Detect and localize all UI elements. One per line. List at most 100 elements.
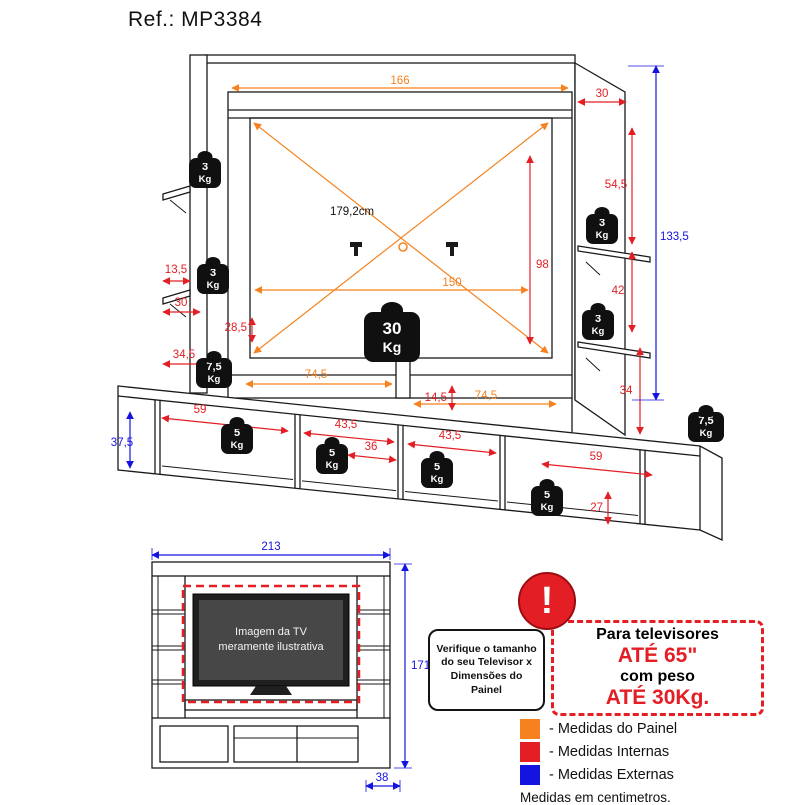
weight-value: 3: [209, 266, 217, 279]
tv-illustration: [192, 593, 350, 695]
weight-unit: Kg: [207, 373, 221, 385]
dim-label-150: 150: [442, 277, 461, 289]
weight-unit: Kg: [230, 439, 244, 451]
weight-unit: Kg: [325, 459, 339, 471]
dim-label-28-5: 28,5: [225, 322, 247, 334]
dim-label-30-right: 30: [596, 88, 609, 100]
weight-value: 5: [543, 488, 551, 501]
dim-shelf-74-5-left: 74,5: [245, 369, 393, 388]
dim-label-59-left: 59: [194, 404, 207, 416]
warning-note-text: Verifique o tamanho do seu Televisor x D…: [436, 642, 537, 696]
dim-label-37-5: 37,5: [111, 437, 133, 449]
weight-unit: Kg: [595, 229, 609, 241]
dim-label-43-5-a: 43,5: [335, 419, 357, 431]
warning-icon: !: [518, 572, 576, 630]
legend-label-internal: - Medidas Internas: [549, 744, 670, 760]
legend-swatch-internal: [520, 742, 540, 762]
dim-label-13-5: 13,5: [165, 264, 187, 276]
legend-item-panel: - Medidas do Painel: [520, 719, 677, 739]
dim-34: 34: [620, 347, 644, 435]
dim-54-5: 54,5: [605, 127, 636, 245]
dim-label-43-5-b: 43,5: [439, 430, 461, 442]
center-hole: [398, 242, 408, 252]
tv-stand: [117, 385, 723, 542]
dim-label-98: 98: [536, 259, 549, 271]
exclamation-glyph: !: [540, 579, 554, 622]
tv-area-dashed-outline: [181, 584, 361, 704]
weight-unit: Kg: [540, 501, 554, 513]
dim-label-30-left: 30: [175, 297, 188, 309]
weight-unit: Kg: [382, 339, 402, 355]
dim-label-diagonal: 179,2cm: [330, 206, 374, 218]
dim-43-5-b: 43,5: [407, 430, 497, 457]
weight-unit: Kg: [430, 473, 444, 485]
tv-placeholder-text: Imagem da TV meramente ilustrativa: [218, 626, 324, 653]
dim-label-166: 166: [390, 75, 409, 87]
dim-59-right: 59: [541, 451, 653, 479]
legend-footer: Medidas em centimetros.: [520, 790, 671, 805]
left-side-panel: [189, 54, 208, 394]
legend-item-internal: - Medidas Internas: [520, 742, 677, 762]
dim-98: 98: [526, 155, 549, 345]
dim-label-34: 34: [620, 385, 633, 397]
weight-value: 7,5: [206, 360, 222, 373]
weight-unit: Kg: [206, 279, 220, 291]
legend-item-external: - Medidas Externas: [520, 765, 677, 785]
dim-13-5: 13,5: [162, 264, 191, 285]
dim-diagonal: 179,2cm: [253, 122, 549, 354]
tv-size-line2: ATÉ 65": [617, 643, 698, 667]
weight-unit: Kg: [198, 173, 212, 185]
dim-27: 27: [590, 491, 612, 525]
right-side-tower: [574, 61, 651, 437]
dim-213: 213: [151, 541, 391, 560]
dim-38: 38: [365, 772, 401, 792]
dim-label-74-5-right: 74,5: [475, 390, 497, 402]
dim-shelf-74-5-right: 74,5: [413, 390, 557, 408]
dim-14-5: 14,5: [425, 385, 456, 411]
dim-label-133-5: 133,5: [660, 231, 689, 243]
dim-label-36: 36: [365, 441, 378, 453]
warning-note-box: Verifique o tamanho do seu Televisor x D…: [428, 629, 545, 711]
front-shelves: [152, 609, 390, 685]
weight-unit: Kg: [591, 325, 605, 337]
dim-label-74-5-left: 74,5: [305, 369, 327, 381]
dim-36: 36: [347, 441, 397, 464]
weight-value: 5: [233, 426, 241, 439]
dim-171: 171: [394, 563, 430, 769]
back-panel-top-edge: [204, 54, 576, 64]
dim-panel-width: 166: [231, 75, 569, 92]
dim-label-27: 27: [590, 502, 603, 514]
dim-label-38: 38: [376, 772, 389, 784]
weight-value: 5: [328, 446, 336, 459]
tv-size-line1: Para televisores: [596, 626, 719, 644]
weight-value: 3: [594, 312, 602, 325]
legend: - Medidas do Painel - Medidas Internas -…: [520, 719, 677, 805]
dim-label-14-5: 14,5: [425, 392, 447, 404]
weight-value: 7,5: [698, 414, 714, 427]
dim-label-59-right: 59: [590, 451, 603, 463]
dim-label-42: 42: [612, 285, 625, 297]
dim-30-left: 30: [162, 297, 201, 316]
legend-label-panel: - Medidas do Painel: [549, 721, 678, 737]
weight-value: 30: [382, 319, 402, 338]
dim-42: 42: [612, 251, 636, 333]
front-view: 213 171 38: [151, 541, 430, 792]
page-title: Ref.: MP3384: [128, 8, 263, 31]
dim-label-171: 171: [411, 660, 430, 672]
main-diagram: 179,2cm 166 150 74,5 74,5 30: [111, 54, 723, 542]
legend-label-external: - Medidas Externas: [549, 767, 674, 783]
tv-size-line4: ATÉ 30Kg.: [605, 685, 710, 709]
dim-label-213: 213: [261, 541, 280, 553]
tv-size-line3: com peso: [620, 668, 695, 685]
dim-43-5-a: 43,5: [303, 419, 395, 446]
